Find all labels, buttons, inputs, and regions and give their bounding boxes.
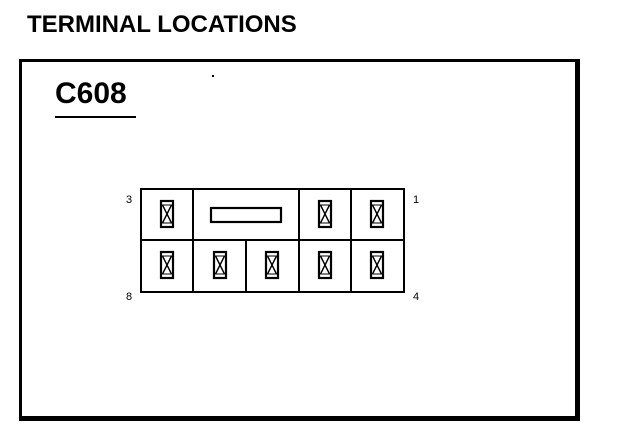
- terminal-cavity: [317, 199, 333, 229]
- connector-body: [140, 188, 405, 293]
- terminal-cavity: [369, 199, 385, 229]
- connector-id-underline: [55, 116, 136, 118]
- pin-label-top-right: 1: [413, 194, 419, 206]
- connector-id: C608: [55, 77, 127, 110]
- diagram-frame: [19, 59, 580, 421]
- terminal-cavity: [159, 199, 175, 229]
- terminal-cavity: [159, 250, 175, 280]
- scan-speck: [212, 75, 214, 77]
- pin-label-bottom-left: 8: [126, 291, 132, 303]
- pin-label-bottom-right: 4: [413, 291, 419, 303]
- terminal-cavity: [317, 250, 333, 280]
- polarizing-key: [209, 206, 283, 224]
- bottom-row-cells: [159, 250, 385, 280]
- terminal-cavity: [212, 250, 228, 280]
- page-title: TERMINAL LOCATIONS: [27, 11, 297, 38]
- top-row-cells: [159, 199, 385, 229]
- terminal-cavity: [369, 250, 385, 280]
- terminal-cavity: [264, 250, 280, 280]
- pin-label-top-left: 3: [126, 194, 132, 206]
